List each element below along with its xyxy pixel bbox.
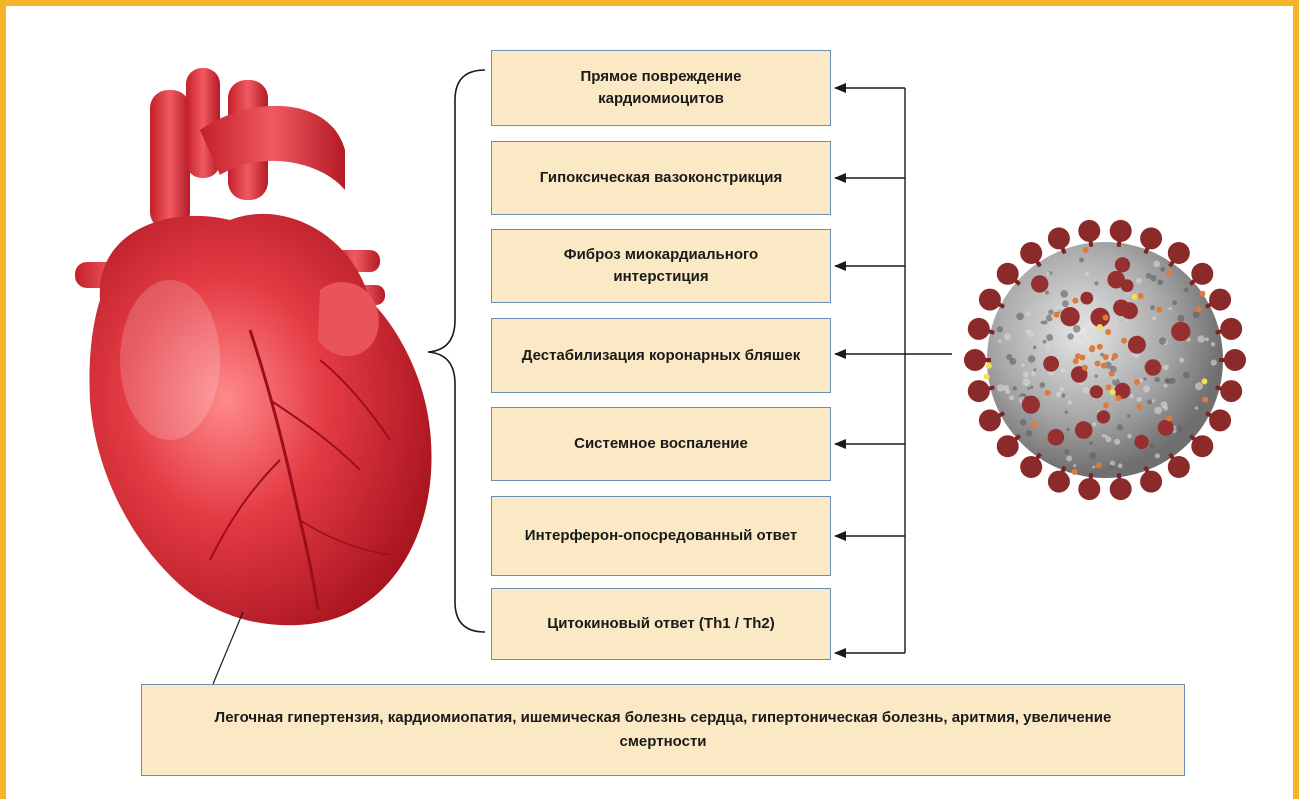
mechanism-label-6: Интерферон-опосредованный ответ (525, 525, 797, 547)
mechanism-box-5: Системное воспаление (491, 407, 831, 481)
heart-outcome-line (213, 612, 243, 684)
mechanism-box-2: Гипоксическая вазоконстрикция (491, 141, 831, 215)
mechanism-box-3: Фиброз миокардиального интерстиция (491, 229, 831, 303)
curly-brace (428, 70, 485, 632)
mechanism-label-5: Системное воспаление (574, 433, 748, 455)
mechanism-box-6: Интерферон-опосредованный ответ (491, 496, 831, 576)
mechanism-label-1: Прямое повреждение кардиомиоцитов (516, 66, 806, 110)
mechanism-label-7: Цитокиновый ответ (Th1 / Th2) (547, 613, 775, 635)
mechanism-label-3: Фиброз миокардиального интерстиция (516, 244, 806, 288)
outcome-label: Легочная гипертензия, кардиомиопатия, иш… (202, 706, 1124, 754)
mechanism-box-7: Цитокиновый ответ (Th1 / Th2) (491, 588, 831, 660)
mechanism-box-1: Прямое повреждение кардиомиоцитов (491, 50, 831, 126)
outcome-box: Легочная гипертензия, кардиомиопатия, иш… (141, 684, 1185, 776)
mechanism-box-4: Дестабилизация коронарных бляшек (491, 318, 831, 393)
mechanism-label-4: Дестабилизация коронарных бляшек (522, 345, 801, 367)
mechanism-label-2: Гипоксическая вазоконстрикция (540, 167, 783, 189)
